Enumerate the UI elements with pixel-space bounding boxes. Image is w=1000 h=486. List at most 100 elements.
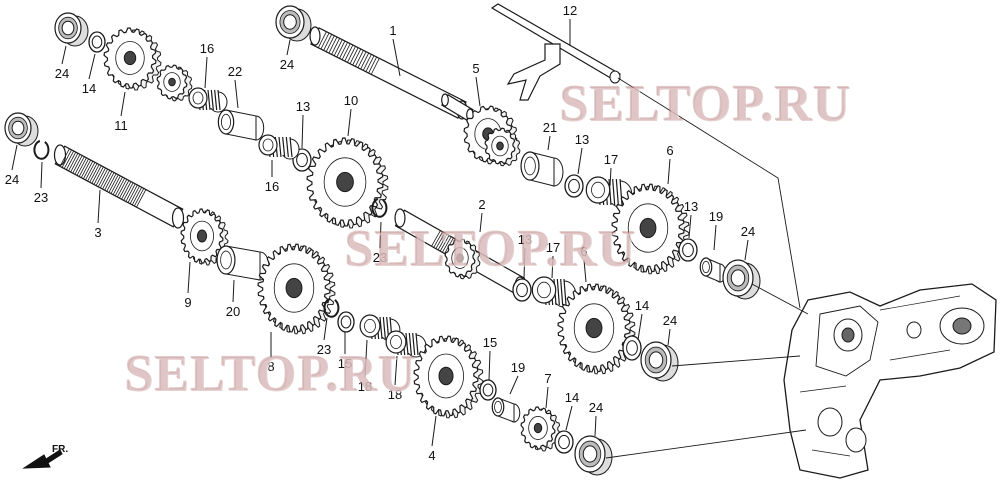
part-24-upper-bearing	[275, 5, 312, 42]
callout-p9: 9	[184, 295, 191, 310]
part-15-washer-left	[337, 311, 355, 333]
part-11-gear	[103, 27, 162, 91]
part-8-gear	[257, 243, 336, 335]
leader-p14a	[88, 53, 96, 80]
leader-p22	[234, 79, 239, 109]
part-23-lower-circlip	[323, 298, 340, 318]
part-17-needle-lower	[531, 276, 577, 308]
callout-p2: 2	[478, 197, 485, 212]
part-12-shift-fork	[490, 3, 621, 101]
callout-p14a: 14	[82, 81, 96, 96]
part-6-gear-upper	[611, 183, 690, 275]
part-24-bottom-bearing	[574, 435, 613, 476]
leader-p14c	[637, 313, 643, 341]
assembly-line	[617, 77, 801, 309]
callout-p13b: 13	[575, 132, 589, 147]
leader-p15b	[488, 350, 491, 381]
callout-p3: 3	[94, 225, 101, 240]
part-23-mid-circlip	[371, 198, 388, 218]
part-14-top-washer	[88, 31, 106, 53]
leader-p24f	[667, 328, 671, 346]
callout-p19b: 19	[511, 360, 525, 375]
leader-p11	[120, 91, 126, 117]
leader-p4	[431, 415, 437, 447]
callout-p24a: 24	[55, 66, 69, 81]
part-14-washer-mid	[622, 335, 642, 361]
callout-p23b: 23	[373, 250, 387, 265]
assembly-line	[751, 283, 809, 315]
callout-p5: 5	[472, 61, 479, 76]
part-16-needle-left	[258, 134, 300, 160]
callout-p20: 20	[226, 304, 240, 319]
callout-p24d: 24	[741, 224, 755, 239]
callout-p24c: 24	[5, 172, 19, 187]
callout-p6b: 6	[580, 244, 587, 259]
part-19-collar-a	[699, 257, 727, 283]
leader-p14b	[565, 405, 573, 431]
part-1-shaft-tip	[441, 93, 474, 122]
leader-p23a	[40, 161, 43, 189]
leader-p21	[547, 135, 551, 151]
leader-p16a	[204, 56, 208, 89]
callout-p24e: 24	[589, 400, 603, 415]
leader-p24c	[11, 144, 18, 171]
callout-p12: 12	[563, 3, 577, 18]
front-label: FR.	[52, 444, 68, 455]
leader-p19b	[509, 375, 519, 395]
callout-p17b: 17	[546, 240, 560, 255]
part-4-gear	[413, 335, 484, 419]
parts-layer	[4, 3, 997, 479]
leader-p6a	[667, 158, 671, 185]
leader-p23c	[323, 317, 328, 341]
leader-p6b	[583, 259, 587, 283]
leader-p13d	[523, 247, 526, 279]
leader-p18b	[394, 355, 398, 386]
leader-p1	[392, 38, 401, 77]
callout-p14b: 14	[565, 390, 579, 405]
callout-p6a: 6	[666, 143, 673, 158]
part-10-gear	[306, 137, 389, 229]
leader-p3	[97, 189, 101, 224]
callout-p4: 4	[428, 448, 435, 463]
leader-p24b	[286, 39, 291, 56]
callout-p17a: 17	[604, 152, 618, 167]
part-20-collar	[216, 245, 270, 281]
leader-p5	[475, 76, 481, 107]
leader-p9	[187, 261, 191, 294]
part-9-gear	[180, 208, 229, 266]
part-21-collar	[520, 151, 564, 187]
callout-p21: 21	[543, 120, 557, 135]
callout-p22: 22	[228, 64, 242, 79]
part-13-washer-d	[512, 278, 532, 302]
part-14-washer-lower	[554, 430, 574, 454]
leader-p23b	[379, 221, 382, 249]
part-5-gear-small	[484, 127, 521, 167]
part-11-small-gear	[156, 64, 193, 102]
callout-p15b: 15	[483, 335, 497, 350]
leader-p13c	[688, 214, 692, 239]
leader-p19a	[713, 224, 717, 251]
transmission-case	[783, 283, 997, 479]
leader-p17a	[609, 167, 612, 187]
leader-p13b	[577, 147, 583, 175]
callout-p15a: 15	[338, 356, 352, 371]
part-2-gear-small	[444, 238, 481, 280]
callout-p13c: 13	[684, 199, 698, 214]
part-13-washer-c	[678, 238, 698, 262]
part-19-collar-b	[491, 397, 521, 423]
callout-p19a: 19	[709, 209, 723, 224]
leader-p10	[347, 108, 352, 137]
leader-p13a	[301, 114, 304, 149]
part-15-washer-right	[479, 379, 497, 401]
callout-p16b: 16	[265, 179, 279, 194]
leader-lines	[11, 19, 809, 459]
leader-p17b	[551, 255, 554, 279]
callout-p18b: 18	[388, 387, 402, 402]
part-13-washer-b	[564, 174, 584, 198]
part-24-left-bearing	[4, 112, 39, 147]
part-18-needle-b	[385, 330, 427, 358]
part-24-right-bearing	[722, 259, 761, 300]
front-direction-marker: FR.	[22, 444, 68, 469]
